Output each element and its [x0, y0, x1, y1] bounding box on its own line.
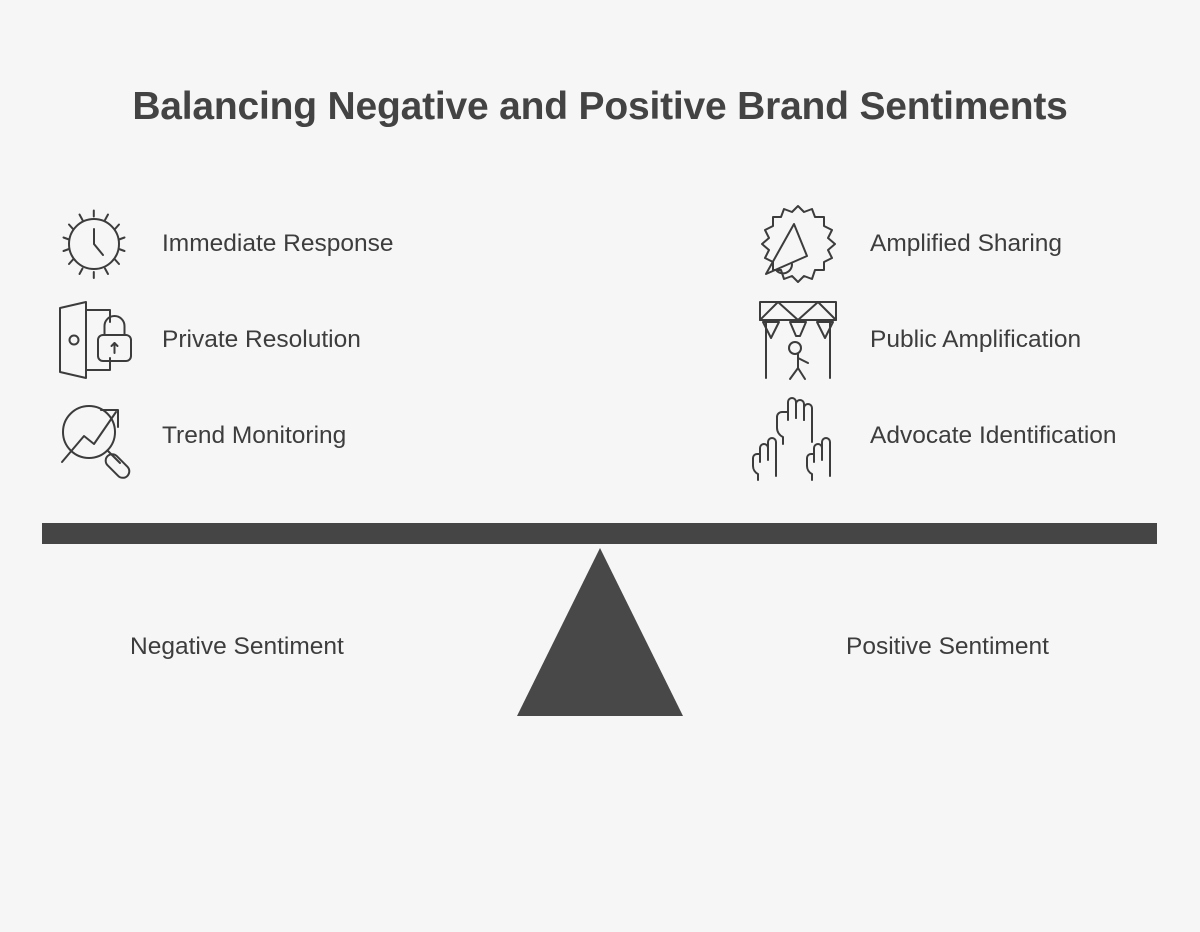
list-item-label: Private Resolution — [162, 325, 361, 353]
list-item-label: Immediate Response — [162, 229, 394, 257]
list-item: Immediate Response — [44, 196, 514, 292]
list-item: Private Resolution — [44, 292, 514, 388]
stage-spotlight-icon — [748, 292, 848, 388]
list-item-label: Trend Monitoring — [162, 421, 347, 449]
alarm-clock-icon — [44, 196, 144, 292]
list-item-label: Public Amplification — [870, 325, 1082, 353]
positive-sentiment-label: Positive Sentiment — [846, 633, 1049, 660]
list-item: Trend Monitoring — [44, 388, 514, 484]
raised-fists-icon — [748, 388, 848, 484]
list-item-label: Advocate Identification — [870, 421, 1117, 449]
door-lock-icon — [44, 292, 144, 388]
magnifier-trend-icon — [44, 388, 144, 484]
megaphone-burst-icon — [748, 196, 848, 292]
list-item: Amplified Sharing — [748, 196, 1168, 292]
positive-sentiment-column: Amplified Sharing P — [748, 196, 1168, 484]
negative-sentiment-column: Immediate Response Private Resolution — [44, 196, 514, 484]
negative-sentiment-label: Negative Sentiment — [130, 633, 344, 660]
balance-beam — [42, 523, 1157, 544]
list-item: Public Amplification — [748, 292, 1168, 388]
list-item-label: Amplified Sharing — [870, 229, 1063, 257]
page-title: Balancing Negative and Positive Brand Se… — [132, 85, 1068, 128]
fulcrum-triangle — [517, 548, 683, 716]
list-item: Advocate Identification — [748, 388, 1168, 484]
